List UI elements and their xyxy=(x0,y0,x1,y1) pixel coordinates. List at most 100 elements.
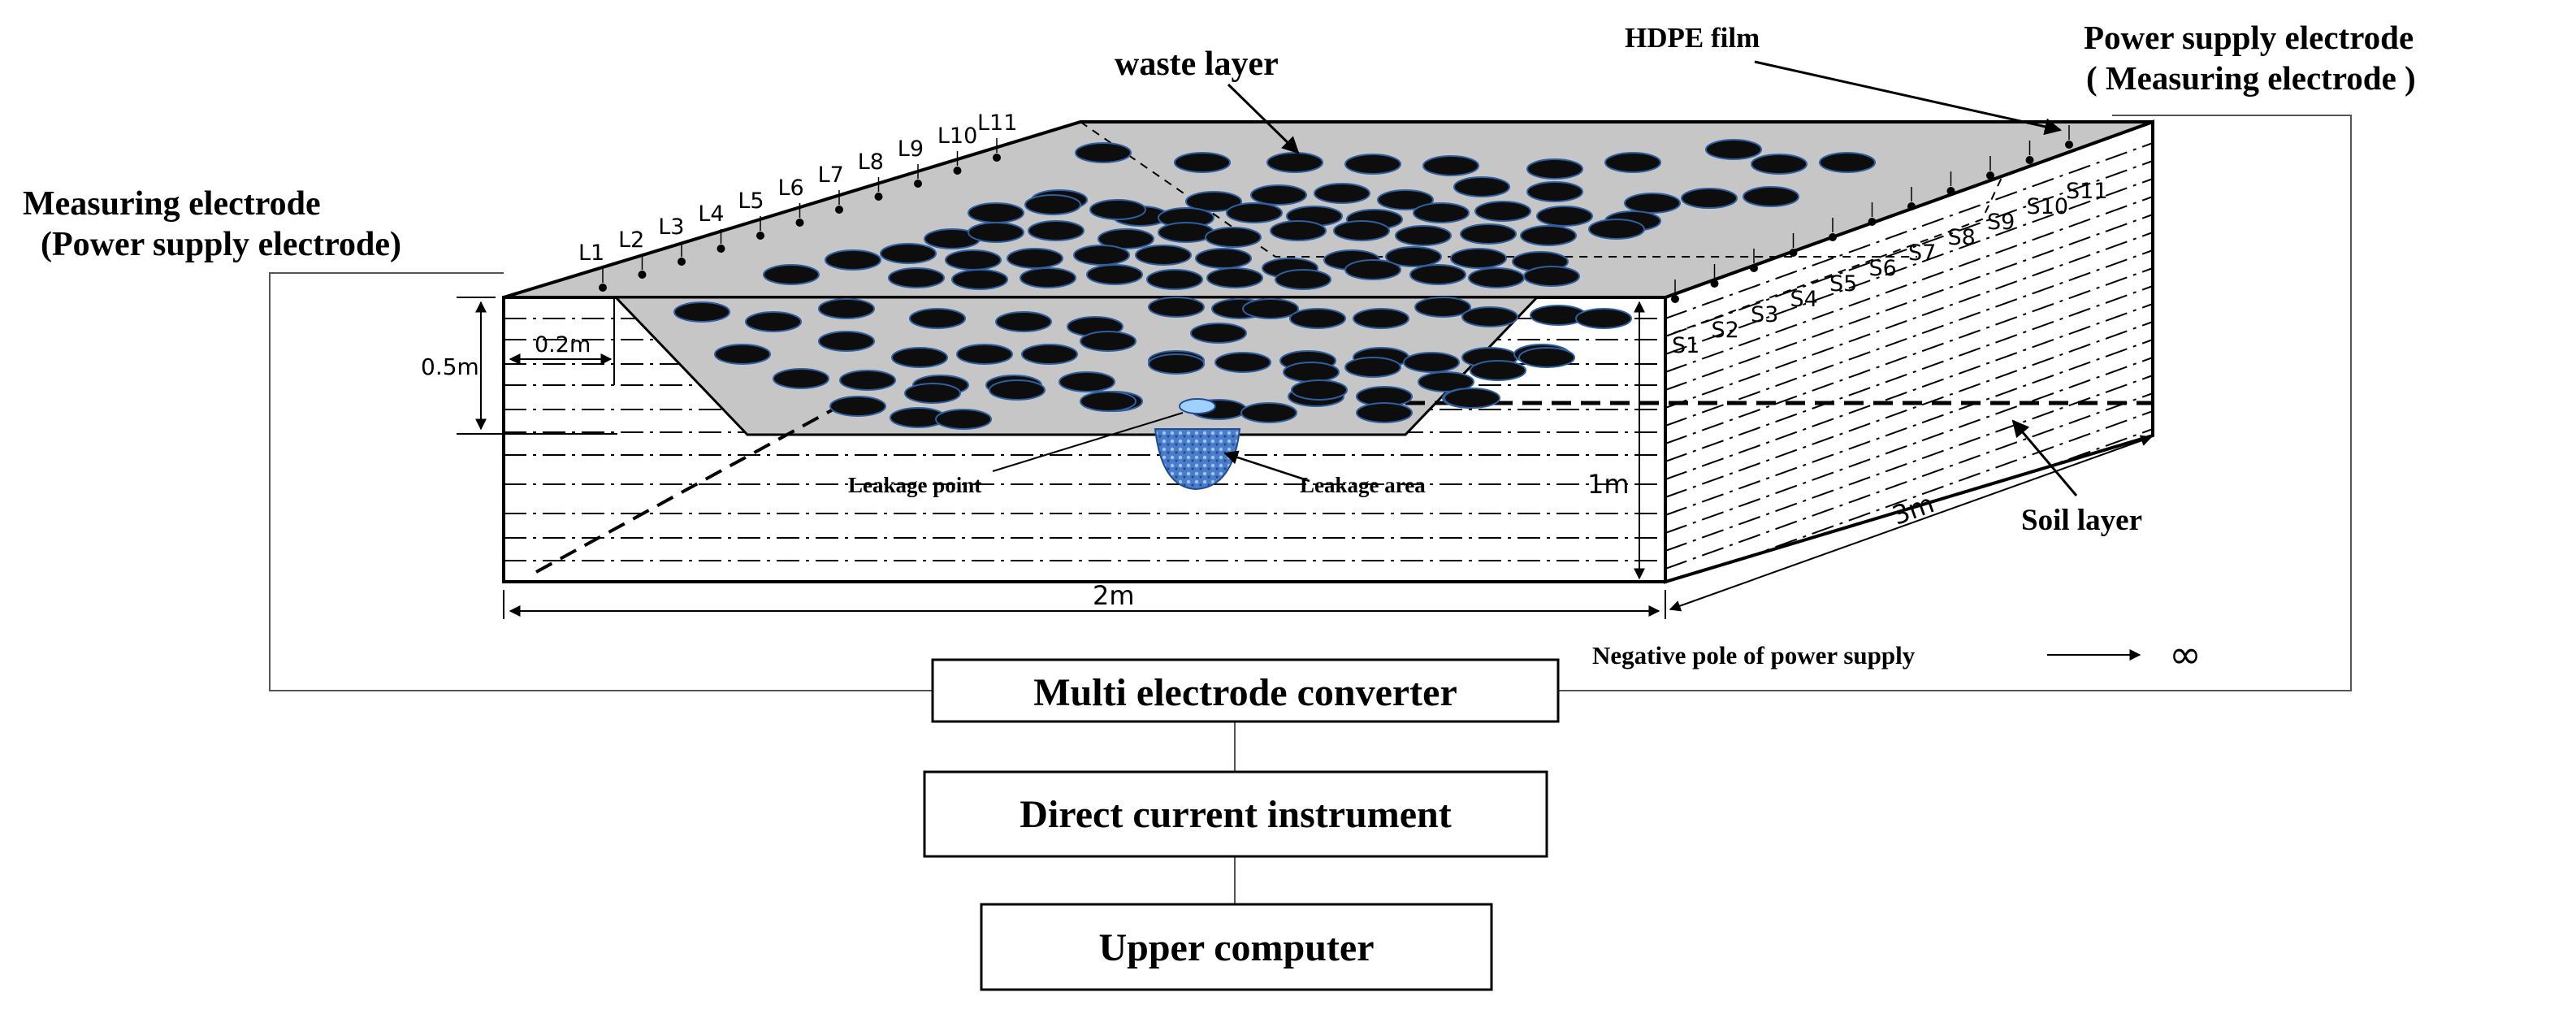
electrode-label-s7: S7 xyxy=(1908,240,1936,266)
electrode-dot-l1 xyxy=(599,284,607,292)
waste-pebble xyxy=(888,267,945,288)
waste-pebble xyxy=(1089,199,1146,220)
waste-pebble xyxy=(1080,391,1136,412)
side-layer-line xyxy=(1665,249,2153,427)
waste-pebble xyxy=(968,222,1024,243)
electrode-label-s5: S5 xyxy=(1829,271,1857,297)
waste-layer-label: waste layer xyxy=(1115,46,1279,83)
waste-pebble xyxy=(1395,225,1452,246)
waste-pebble xyxy=(1450,248,1507,269)
side-layer-line xyxy=(1665,267,2153,444)
waste-pebble xyxy=(1086,264,1143,285)
electrode-dot-s7 xyxy=(1907,202,1916,210)
waste-pebble xyxy=(1242,298,1299,319)
waste-pebble xyxy=(745,311,802,332)
electrode-dot-s1 xyxy=(1671,295,1679,303)
hdpe-film-label: HDPE film xyxy=(1625,22,1760,54)
waste-pebble xyxy=(1356,402,1413,423)
power-supply-electrode-sublabel: ( Measuring electrode ) xyxy=(2086,59,2416,97)
waste-pebble xyxy=(1021,344,1078,365)
waste-pebble xyxy=(1681,188,1738,209)
waste-pebble xyxy=(1461,306,1518,327)
electrode-label-l3: L3 xyxy=(658,214,684,240)
waste-pebble xyxy=(1819,152,1876,173)
electrode-label-l5: L5 xyxy=(738,188,764,214)
waste-pebble xyxy=(1468,267,1525,288)
electrode-label-l10: L10 xyxy=(937,124,977,149)
waste-pebble xyxy=(1240,402,1297,423)
waste-pebble xyxy=(945,249,1002,271)
electrode-dot-s2 xyxy=(1710,280,1719,288)
waste-pebble xyxy=(909,308,966,329)
waste-pebble xyxy=(1422,155,1479,176)
electrode-label-s9: S9 xyxy=(1987,210,2015,235)
waste-pebble xyxy=(1536,206,1593,227)
waste-pebble xyxy=(1526,158,1583,180)
electrode-label-s4: S4 xyxy=(1790,287,1818,312)
waste-pebble xyxy=(1075,142,1132,163)
leakage-area-label: Leakage area xyxy=(1300,473,1426,497)
wiring-frame xyxy=(269,115,2352,904)
electrode-label-s1: S1 xyxy=(1672,333,1699,358)
waste-pebble xyxy=(1205,227,1262,248)
waste-pebble xyxy=(1024,194,1081,215)
direct-current-instrument-box: Direct current instrument xyxy=(923,770,1548,858)
waste-pebble xyxy=(1148,353,1205,375)
power-supply-electrode-label: Power supply electrode xyxy=(2084,19,2414,56)
waste-pebble xyxy=(1195,248,1252,269)
waste-pebbles xyxy=(673,139,1876,430)
waste-pebble xyxy=(1344,357,1401,378)
waste-pebble xyxy=(1575,308,1632,329)
waste-pebble xyxy=(1604,152,1661,173)
electrode-label-s11: S11 xyxy=(2066,179,2108,204)
electrode-dot-s9 xyxy=(1986,171,1994,180)
waste-pebble xyxy=(1414,297,1471,318)
waste-pebble xyxy=(1190,323,1247,344)
side-layer-line xyxy=(1665,178,2153,355)
waste-pebble xyxy=(1073,245,1130,266)
multi-electrode-converter-label: Multi electrode converter xyxy=(1033,671,1457,714)
waste-pebble xyxy=(1453,176,1510,197)
waste-pebble xyxy=(1266,152,1323,173)
electrode-label-l8: L8 xyxy=(858,150,884,175)
waste-pebble xyxy=(1520,225,1577,246)
waste-pebble xyxy=(1007,248,1063,269)
measuring-electrode-sublabel: (Power supply electrode) xyxy=(41,226,401,263)
waste-pebble xyxy=(1344,154,1401,175)
waste-pebble xyxy=(673,301,730,323)
waste-pebble xyxy=(1275,269,1331,290)
waste-pebble xyxy=(904,383,961,404)
electrode-dot-l8 xyxy=(874,193,883,201)
waste-pebble xyxy=(951,269,1008,290)
waste-pebble xyxy=(1098,228,1154,249)
electrode-label-l1: L1 xyxy=(578,240,604,266)
waste-pebble xyxy=(956,344,1013,365)
waste-pebble xyxy=(1289,308,1346,329)
electrode-dot-s11 xyxy=(2065,141,2073,149)
electrode-label-l9: L9 xyxy=(898,136,924,162)
waste-pebble xyxy=(818,298,875,319)
electrode-label-s6: S6 xyxy=(1869,256,1897,281)
electrode-dot-s4 xyxy=(1789,249,1798,257)
leakage-point-marker xyxy=(1179,398,1216,414)
waste-pebble xyxy=(818,331,875,352)
electrode-dot-l6 xyxy=(795,219,804,227)
waste-pebble xyxy=(1059,371,1115,392)
waste-pebble xyxy=(935,409,992,430)
waste-pebble xyxy=(1291,379,1348,401)
waste-pebble xyxy=(1588,219,1645,240)
waste-pebble xyxy=(1460,223,1517,245)
waste-pebble xyxy=(1413,202,1470,223)
electrode-dot-l3 xyxy=(678,258,686,266)
waste-pebble xyxy=(1418,371,1474,392)
waste-pebble xyxy=(1135,245,1192,266)
leakage-point-label: Leakage point xyxy=(848,473,981,497)
side-layer-line xyxy=(1665,285,2153,462)
side-layer-line xyxy=(1665,160,2153,337)
electrode-label-l4: L4 xyxy=(698,202,724,227)
waste-pebble xyxy=(1518,347,1575,368)
waste-pebble xyxy=(763,264,820,285)
waste-pebble xyxy=(839,370,896,391)
waste-pebble xyxy=(1226,202,1283,223)
dimension-lines xyxy=(457,297,2153,619)
